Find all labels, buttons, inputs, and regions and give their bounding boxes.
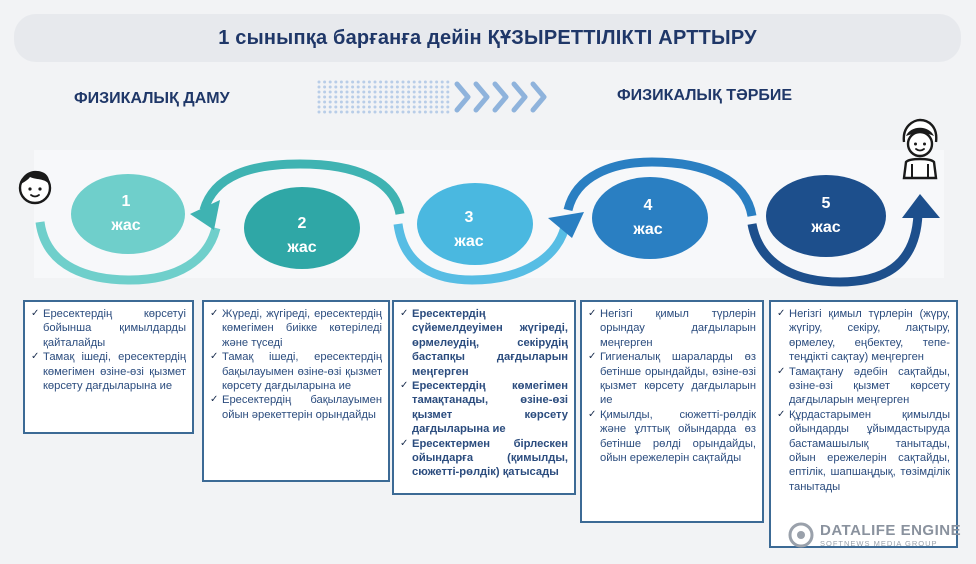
list-item: Құрдастарымен қимылды ойындарды ұйымдаст… (777, 408, 950, 494)
stage-unit: жас (811, 219, 841, 236)
list-item: Жүреді, жүгіреді, ересектердің көмегімен… (210, 307, 382, 350)
watermark-subtitle: SOFTNEWS MEDIA GROUP (820, 539, 938, 548)
watermark: DATALIFE ENGINE SOFTNEWS MEDIA GROUP (788, 518, 966, 552)
stage-label-4: 4 жас (588, 194, 708, 242)
stage-unit: жас (454, 233, 484, 250)
title-bar: 1 сыныпқа барғанға дейін ҚҰЗЫРЕТТІЛІКТІ … (14, 14, 961, 62)
chevron-right-icon (454, 81, 547, 113)
boy-face-icon (18, 170, 52, 205)
age-stage-diagram (34, 150, 944, 287)
stage-box-4: Негізгі қимыл түрлерін орындау дағдылары… (580, 300, 764, 523)
stage-box-5: Негізгі қимыл түрлерін (жүру, жүгіру, се… (769, 300, 958, 548)
stage-box-3: Ересектердің сүйемелдеуімен жүгіреді, өр… (392, 300, 576, 495)
list-item: Ересектердің сүйемелдеуімен жүгіреді, өр… (400, 307, 568, 379)
list-item: Негізгі қимыл түрлерін орындау дағдылары… (588, 307, 756, 350)
stage-unit: жас (287, 239, 317, 256)
list-item: Ересектердің бақылауымен ойын әрекеттері… (210, 393, 382, 422)
arrow-head (902, 194, 940, 218)
stage-label-5: 5 жас (766, 192, 886, 240)
arrow-arc-icon (393, 221, 571, 285)
stage-number: 3 (464, 209, 474, 226)
list-item: Ересектердің көрсетуі бойынша қимылдарды… (31, 307, 186, 350)
list-item: Негізгі қимыл түрлерін (жүру, жүгіру, се… (777, 307, 950, 365)
stage-circle-5 (766, 175, 886, 257)
list-item: Тамақ ішеді, ересектердің көмегімен өзін… (31, 350, 186, 393)
watermark-logo-icon (788, 522, 814, 548)
heading-physical-education: ФИЗИКАЛЫҚ ТӘРБИЕ (617, 87, 793, 104)
list-item: Тамақ ішеді, ересектердің бақылауымен өз… (210, 350, 382, 393)
girl-face-icon (902, 118, 938, 180)
stage-label-3: 3 жас (409, 206, 529, 254)
list-item: Ересектердің көмегімен тамақтанады, өзін… (400, 379, 568, 437)
list-item: Гигиеналық шараларды өз бетінше орындайд… (588, 350, 756, 408)
stage-number: 2 (297, 215, 307, 232)
arrow-arc-icon (35, 221, 221, 285)
dot-grid (317, 80, 450, 114)
stage-label-1: 1 жас (66, 190, 186, 238)
stage-number: 4 (643, 197, 653, 214)
stage-unit: жас (111, 217, 141, 234)
arrow-arc-icon (199, 159, 405, 216)
arrow-head (548, 212, 584, 238)
stage-box-2: Жүреді, жүгіреді, ересектердің көмегімен… (202, 300, 390, 482)
list-item: Ересектермен бірлескен ойындарға (қимылд… (400, 437, 568, 480)
stage-circle-2 (244, 187, 360, 269)
stage-box-1: Ересектердің көрсетуі бойынша қимылдарды… (23, 300, 194, 434)
stage-circle-3 (417, 183, 533, 265)
arrow-head (190, 200, 220, 230)
heading-physical-development: ФИЗИКАЛЫҚ ДАМУ (74, 90, 230, 107)
page-title: 1 сыныпқа барғанға дейін ҚҰЗЫРЕТТІЛІКТІ … (218, 26, 757, 49)
stage-circle-1 (71, 174, 185, 254)
watermark-title: DATALIFE ENGINE (820, 522, 962, 539)
arrow-arc-icon (563, 157, 757, 218)
list-item: Қимылды, сюжетті-рөлдік және ұлттық ойын… (588, 408, 756, 466)
stage-circle-4 (592, 177, 708, 259)
stage-number: 5 (821, 195, 831, 212)
list-item: Тамақтану әдебін сақтайды, өзіне-өзі қыз… (777, 365, 950, 408)
stage-unit: жас (633, 221, 663, 238)
arrow-arc-icon (747, 213, 923, 287)
stage-label-2: 2 жас (242, 212, 362, 260)
progress-arrow-band (317, 80, 547, 114)
stage-number: 1 (121, 193, 131, 210)
